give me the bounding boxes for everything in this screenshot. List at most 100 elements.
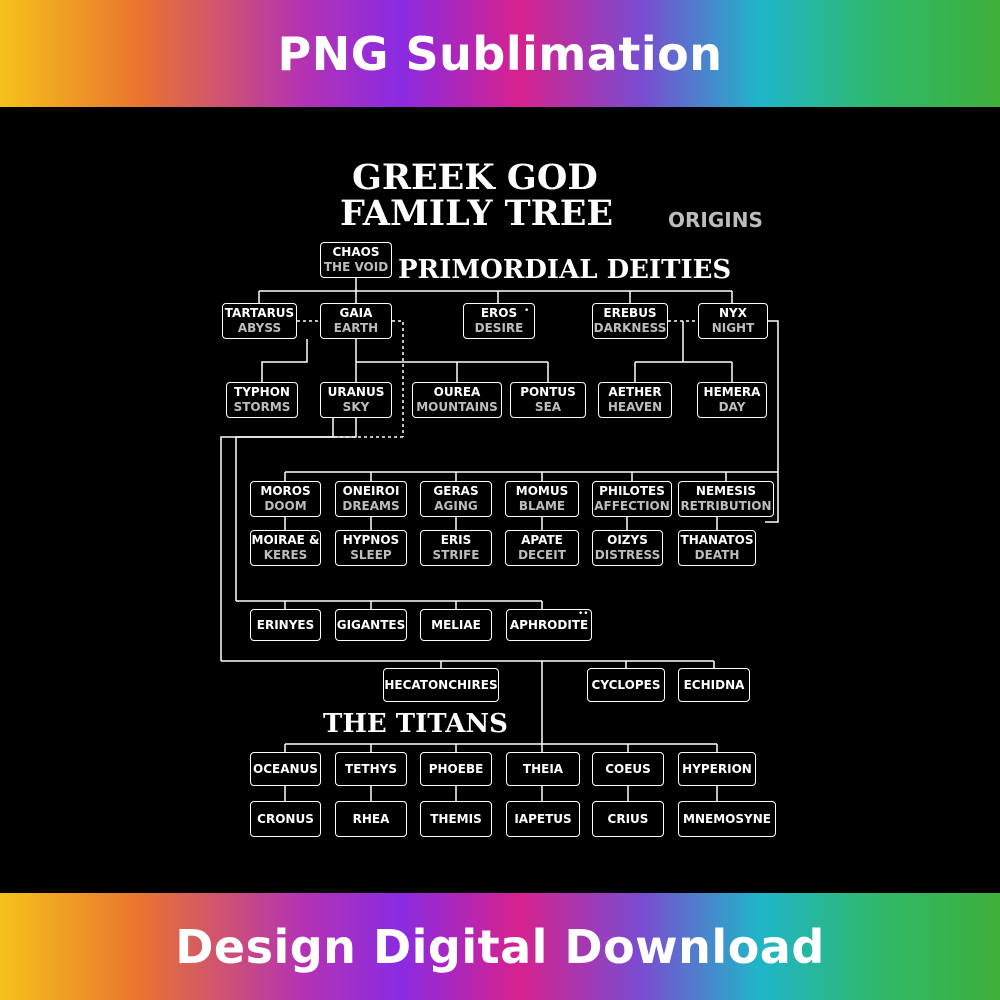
node-domain: SLEEP — [350, 548, 392, 562]
node-domain: SKY — [342, 400, 370, 414]
node-name: MOIRAE & — [251, 533, 320, 547]
node-name: ERIS — [440, 533, 472, 547]
node-domain: DISTRESS — [594, 548, 661, 562]
node-domain: ABYSS — [237, 321, 282, 335]
aphrodite-mark: •• — [578, 609, 589, 619]
node-aphrodite: APHRODITE — [506, 609, 592, 641]
node-name: CHAOS — [332, 245, 380, 259]
node-oceanus: OCEANUS — [250, 752, 321, 786]
node-name: CYCLOPES — [591, 677, 661, 692]
title-line-1: GREEK GOD — [352, 157, 598, 198]
node-name: THEMIS — [430, 811, 482, 826]
node-phoebe: PHOEBE — [420, 752, 492, 786]
node-domain: KERES — [263, 548, 308, 562]
node-rhea: RHEA — [335, 801, 407, 837]
node-crius: CRIUS — [592, 801, 664, 837]
bottom-banner: Design Digital Download — [0, 893, 1000, 1000]
node-name: TETHYS — [345, 761, 397, 776]
node-name: HECATONCHIRES — [384, 677, 498, 692]
node-name: NEMESIS — [695, 484, 757, 498]
node-domain: DARKNESS — [593, 321, 667, 335]
connector-lines — [220, 278, 779, 801]
node-name: TARTARUS — [224, 306, 295, 320]
eros-mark: • — [524, 306, 530, 316]
node-domain: DECEIT — [518, 548, 566, 562]
node-name: HYPNOS — [342, 533, 400, 547]
node-name: GERAS — [433, 484, 479, 498]
node-domain: THE VOID — [323, 260, 389, 274]
node-name: MOROS — [260, 484, 311, 498]
node-domain: EARTH — [333, 321, 379, 335]
node-name: HEMERA — [703, 385, 761, 399]
node-echidna: ECHIDNA — [678, 668, 750, 702]
node-domain: SEA — [534, 400, 562, 414]
primordial-deities-heading: PRIMORDIAL DEITIES — [398, 255, 732, 285]
node-erinyes: ERINYES — [250, 609, 321, 641]
node-domain: STRIFE — [432, 548, 480, 562]
node-domain: HEAVEN — [607, 400, 663, 414]
node-name: THANATOS — [680, 533, 754, 547]
node-meliae: MELIAE — [420, 609, 492, 641]
node-domain: DESIRE — [474, 321, 524, 335]
node-domain: AGING — [434, 499, 478, 513]
node-domain: AFFECTION — [594, 499, 670, 513]
node-name: OIZYS — [607, 533, 648, 547]
origins-label: ORIGINS — [668, 208, 763, 232]
node-name: OCEANUS — [253, 761, 318, 776]
node-name: IAPETUS — [514, 811, 572, 826]
node-name: TYPHON — [234, 385, 290, 399]
line-gaia-pontus-dashed — [392, 320, 404, 437]
top-banner: PNG Sublimation — [0, 0, 1000, 107]
line-nyx-side — [765, 320, 779, 523]
node-domain: DEATH — [694, 548, 740, 562]
node-coeus: COEUS — [592, 752, 664, 786]
line-gaia-uranus-outer — [220, 418, 334, 661]
node-name: MOMUS — [515, 484, 569, 498]
line-tartarus-typhon — [261, 339, 308, 382]
node-name: ERINYES — [256, 617, 315, 632]
node-hyperion: HYPERION — [678, 752, 756, 786]
family-tree-canvas: GREEK GOD FAMILY TREE ORIGINS PRIMORDIAL… — [0, 107, 1000, 893]
node-name: THEIA — [522, 761, 564, 776]
node-name: AETHER — [608, 385, 662, 399]
node-name: MNEMOSYNE — [683, 811, 771, 826]
title-line-2: FAMILY TREE — [340, 193, 614, 234]
node-name: NYX — [719, 306, 747, 320]
node-cyclopes: CYCLOPES — [587, 668, 665, 702]
node-name: OUREA — [433, 385, 481, 399]
node-name: EROS — [480, 306, 518, 320]
node-themis: THEMIS — [420, 801, 492, 837]
node-theia: THEIA — [506, 752, 580, 786]
node-name: PHILOTES — [599, 484, 665, 498]
node-name: HYPERION — [682, 761, 752, 776]
node-domain: RETRIBUTION — [680, 499, 772, 513]
node-domain: MOUNTAINS — [416, 400, 498, 414]
node-name: URANUS — [327, 385, 385, 399]
node-tethys: TETHYS — [335, 752, 407, 786]
node-moirae: MOIRAE &KERES — [250, 530, 321, 566]
top-banner-text: PNG Sublimation — [277, 26, 723, 81]
node-name: EREBUS — [603, 306, 657, 320]
node-name: MELIAE — [431, 617, 481, 632]
node-name: CRONUS — [257, 811, 314, 826]
node-name: CRIUS — [607, 811, 649, 826]
